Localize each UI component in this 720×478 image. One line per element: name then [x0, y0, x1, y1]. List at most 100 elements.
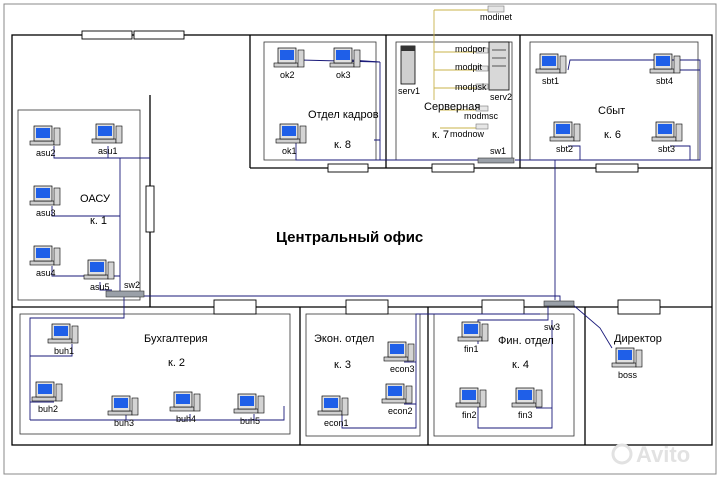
- label-fin2: fin2: [462, 410, 477, 420]
- server-tower-icon: [400, 45, 416, 85]
- label-buh5: buh5: [240, 416, 260, 426]
- workstation-ok2[interactable]: ok2: [273, 47, 305, 80]
- workstation-asu4[interactable]: asu4: [29, 245, 61, 278]
- keyboard-icon: [169, 406, 195, 412]
- system-unit-icon: [299, 125, 307, 144]
- monitor-screen: [114, 398, 128, 408]
- label-econ2: econ2: [388, 406, 413, 416]
- switch-icon: [543, 300, 575, 307]
- workstation-sbt3[interactable]: sbt3: [651, 121, 683, 154]
- workstation-buh4[interactable]: buh4: [169, 391, 201, 424]
- label-asu1: asu1: [98, 146, 118, 156]
- workstation-buh1[interactable]: buh1: [47, 323, 79, 356]
- system-unit-icon: [673, 55, 681, 74]
- workstation-ok1[interactable]: ok1: [275, 123, 307, 156]
- switch-sw1[interactable]: sw1: [477, 146, 515, 164]
- label-boss: boss: [618, 370, 638, 380]
- system-unit-icon: [341, 397, 349, 416]
- keyboard-icon: [549, 136, 575, 142]
- room-name-kadry: Отдел кадров: [308, 109, 379, 121]
- cable-fin-loop: [477, 320, 553, 429]
- room-name-server: Серверная: [424, 101, 480, 113]
- workstation-buh2[interactable]: buh2: [31, 381, 63, 414]
- monitor-screen: [36, 128, 50, 138]
- monitor-screen: [556, 124, 570, 134]
- room-num-econ: к. 3: [334, 359, 351, 371]
- computers: ok2 ok3 ok1 sbt1 sbt4 sbt2 sbt3 asu2 asu1 asu3 asu…: [29, 47, 683, 428]
- monitor-screen: [336, 50, 350, 60]
- room-name-econ: Экон. отдел: [314, 333, 374, 345]
- workstation-sbt4[interactable]: sbt4: [649, 53, 681, 86]
- workstation-sbt1[interactable]: sbt1: [535, 53, 567, 86]
- window-1: [81, 30, 133, 40]
- watermark: Avito: [611, 442, 690, 467]
- workstation-econ1[interactable]: econ1: [317, 395, 349, 428]
- system-unit-icon: [405, 385, 413, 404]
- workstation-fin1[interactable]: fin1: [457, 321, 489, 354]
- system-unit-icon: [353, 49, 361, 68]
- monitor-screen: [90, 262, 104, 272]
- room-num-oasu: к. 1: [90, 215, 107, 227]
- workstation-buh3[interactable]: buh3: [107, 395, 139, 428]
- workstation-asu3[interactable]: asu3: [29, 185, 61, 218]
- label-fin3: fin3: [518, 410, 533, 420]
- label-econ1: econ1: [324, 418, 349, 428]
- label-serv1: serv1: [398, 86, 420, 96]
- modem-icon: [487, 5, 505, 13]
- keyboard-icon: [275, 138, 301, 144]
- switch-sw3[interactable]: sw3: [543, 300, 575, 332]
- server-serv1[interactable]: serv1: [398, 45, 420, 96]
- switch-sw2[interactable]: sw2: [105, 280, 145, 298]
- workstation-econ2[interactable]: econ2: [381, 383, 413, 416]
- workstation-buh5[interactable]: buh5: [233, 393, 265, 426]
- door-oasu: [145, 185, 155, 233]
- workstation-sbt2[interactable]: sbt2: [549, 121, 581, 154]
- label-modmsc: modmsc: [464, 111, 499, 121]
- label-buh1: buh1: [54, 346, 74, 356]
- keyboard-icon: [47, 338, 73, 344]
- keyboard-icon: [83, 274, 109, 280]
- cable-asu5: [99, 282, 112, 291]
- door-sbyt: [595, 163, 639, 173]
- door-server: [431, 163, 475, 173]
- monitor-screen: [36, 248, 50, 258]
- door-director: [617, 299, 661, 315]
- workstation-asu1[interactable]: asu1: [91, 123, 123, 156]
- monitor-screen: [176, 394, 190, 404]
- workstation-asu2[interactable]: asu2: [29, 125, 61, 158]
- system-unit-icon: [297, 49, 305, 68]
- workstation-ok3[interactable]: ok3: [329, 47, 361, 80]
- workstation-boss[interactable]: boss: [611, 347, 643, 380]
- label-sw3: sw3: [544, 322, 560, 332]
- system-unit-icon: [479, 389, 487, 408]
- monitor-screen: [36, 188, 50, 198]
- label-buh2: buh2: [38, 404, 58, 414]
- workstation-econ3[interactable]: econ3: [383, 341, 415, 374]
- door-buh: [213, 299, 257, 315]
- monitor-screen: [98, 126, 112, 136]
- system-unit-icon: [481, 323, 489, 342]
- modem-icon: [475, 47, 489, 54]
- workstation-asu5[interactable]: asu5: [83, 259, 115, 292]
- watermark-logo-icon: [611, 443, 633, 465]
- label-ok3: ok3: [336, 70, 351, 80]
- server-serv2[interactable]: serv2: [488, 41, 512, 102]
- label-econ3: econ3: [390, 364, 415, 374]
- workstation-fin2[interactable]: fin2: [455, 387, 487, 420]
- system-unit-icon: [115, 125, 123, 144]
- cable-ok1: [295, 140, 381, 161]
- label-asu4: asu4: [36, 268, 56, 278]
- watermark-text: Avito: [636, 442, 690, 467]
- room-num-sbyt: к. 6: [604, 129, 621, 141]
- system-unit-icon: [107, 261, 115, 280]
- window-2: [133, 30, 185, 40]
- switch-icon: [477, 157, 515, 164]
- workstation-fin3[interactable]: fin3: [511, 387, 543, 420]
- label-ok1: ok1: [282, 146, 297, 156]
- modem-cables: [433, 9, 490, 129]
- keyboard-icon: [91, 138, 117, 144]
- label-modpsk: modpsk: [455, 82, 487, 92]
- monitor-screen: [280, 50, 294, 60]
- system-unit-icon: [635, 349, 643, 368]
